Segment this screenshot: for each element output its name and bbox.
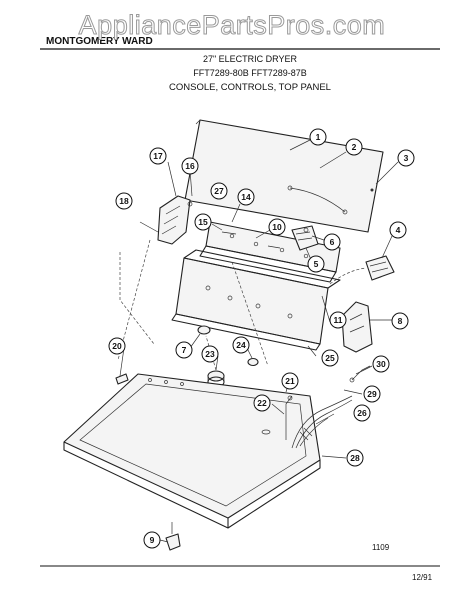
svg-text:16: 16 <box>185 161 195 171</box>
svg-text:9: 9 <box>150 535 155 545</box>
callout-23: 23 <box>201 345 219 363</box>
clip-drawing <box>115 373 129 385</box>
end-cap-left-drawing <box>139 195 193 245</box>
callout-18: 18 <box>115 192 133 210</box>
terminal-block-drawing <box>329 255 395 285</box>
callout-16: 16 <box>181 157 199 175</box>
callout-6: 6 <box>323 233 341 251</box>
callout-1: 1 <box>309 128 327 146</box>
callout-26: 26 <box>353 404 371 422</box>
svg-text:14: 14 <box>241 192 251 202</box>
top-panel-drawing <box>63 373 321 529</box>
timer-switch-drawing <box>291 225 319 251</box>
leveling-leg-drawing <box>165 522 181 551</box>
end-cap-right-drawing <box>341 301 373 353</box>
console-housing-drawing <box>171 249 341 351</box>
svg-text:5: 5 <box>314 259 319 269</box>
alignment-line-center <box>231 261 269 367</box>
callout-7: 7 <box>175 341 193 359</box>
svg-text:27: 27 <box>214 186 224 196</box>
svg-text:17: 17 <box>153 151 163 161</box>
svg-text:25: 25 <box>325 353 335 363</box>
callout-15: 15 <box>194 213 212 231</box>
svg-text:4: 4 <box>396 225 401 235</box>
callout-8: 8 <box>391 312 409 330</box>
callout-22: 22 <box>253 394 271 412</box>
svg-text:8: 8 <box>398 316 403 326</box>
svg-text:1: 1 <box>316 132 321 142</box>
callout-30: 30 <box>372 355 390 373</box>
section-title: CONSOLE, CONTROLS, TOP PANEL <box>169 82 331 93</box>
svg-text:20: 20 <box>112 341 122 351</box>
watermark-text: AppliancePartsPros.com <box>79 10 386 40</box>
wire-harness-drawing <box>285 365 371 449</box>
model-numbers: FFT7289-80B FFT7289-87B <box>193 68 307 78</box>
svg-text:15: 15 <box>198 217 208 227</box>
callout-24: 24 <box>232 336 250 354</box>
callout-29: 29 <box>363 385 381 403</box>
svg-text:30: 30 <box>376 359 386 369</box>
callout-25: 25 <box>321 349 339 367</box>
callout-27: 27 <box>210 182 228 200</box>
svg-text:10: 10 <box>272 222 282 232</box>
brand-name: MONTGOMERY WARD <box>46 36 153 47</box>
callout-2: 2 <box>345 138 363 156</box>
svg-text:22: 22 <box>257 398 267 408</box>
svg-text:21: 21 <box>285 376 295 386</box>
callout-3: 3 <box>397 149 415 167</box>
svg-text:18: 18 <box>119 196 129 206</box>
callout-21: 21 <box>281 372 299 390</box>
svg-text:6: 6 <box>330 237 335 247</box>
svg-text:3: 3 <box>404 153 409 163</box>
svg-text:23: 23 <box>205 349 215 359</box>
callout-9: 9 <box>143 531 161 549</box>
svg-text:24: 24 <box>236 340 246 350</box>
svg-text:28: 28 <box>350 453 360 463</box>
svg-text:2: 2 <box>352 142 357 152</box>
callout-5: 5 <box>307 255 325 273</box>
alignment-lines <box>117 239 155 361</box>
callout-10: 10 <box>268 218 286 236</box>
product-title: 27" ELECTRIC DRYER <box>203 54 298 64</box>
knobs-drawing <box>197 325 259 388</box>
callout-17: 17 <box>149 147 167 165</box>
svg-text:26: 26 <box>357 408 367 418</box>
callout-20: 20 <box>108 337 126 355</box>
callout-4: 4 <box>389 221 407 239</box>
control-panel-drawing <box>199 221 341 283</box>
callout-28: 28 <box>346 449 364 467</box>
svg-text:29: 29 <box>367 389 377 399</box>
revision-date: 12/91 <box>412 573 433 582</box>
callout-11: 11 <box>329 311 347 329</box>
svg-text:7: 7 <box>182 345 187 355</box>
back-panel-drawing <box>184 119 384 233</box>
callout-14: 14 <box>237 188 255 206</box>
drawing-number: 1109 <box>372 543 390 552</box>
svg-text:11: 11 <box>334 315 343 325</box>
